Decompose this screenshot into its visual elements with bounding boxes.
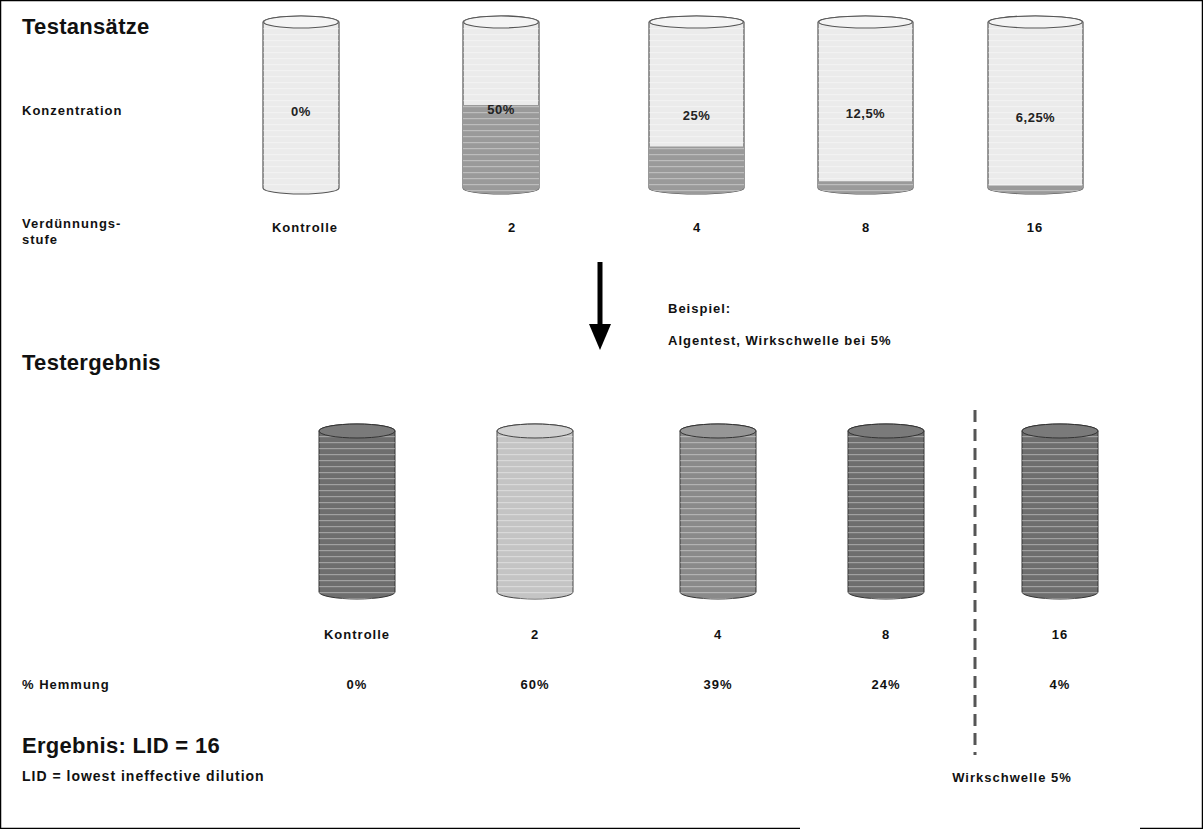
concentration-value: 12,5% xyxy=(846,106,885,121)
row-label: Konzentration xyxy=(22,103,122,119)
white-patch xyxy=(800,812,1140,829)
down-arrow xyxy=(589,262,611,350)
result-cylinder xyxy=(1022,424,1098,599)
dilution-label: Kontrolle xyxy=(272,220,338,236)
test-cylinder: 25% xyxy=(649,16,744,194)
example-note: Beispiel: xyxy=(668,301,731,317)
test-cylinder: 12,5% xyxy=(818,16,913,194)
dilution-label: 4 xyxy=(714,627,722,643)
cylinder-shape xyxy=(988,16,1083,194)
concentration-value: 6,25% xyxy=(1016,110,1055,125)
test-cylinder: 50% xyxy=(463,16,539,194)
inhibition-value: 4% xyxy=(1050,677,1071,693)
result-cylinder xyxy=(848,424,924,599)
result-cylinder xyxy=(319,424,395,599)
concentration-value: 0% xyxy=(291,104,311,119)
cylinder-shape xyxy=(649,16,744,194)
example-note: Algentest, Wirkschwelle bei 5% xyxy=(668,333,892,349)
section-heading: Testansätze xyxy=(22,14,150,40)
concentration-value: 50% xyxy=(487,102,515,117)
dilution-label: 2 xyxy=(508,220,516,236)
inhibition-value: 39% xyxy=(703,677,732,693)
dilution-label: 16 xyxy=(1027,220,1043,236)
result-cylinder xyxy=(497,424,573,599)
test-cylinder: 0% xyxy=(263,16,339,194)
inhibition-value: 0% xyxy=(347,677,368,693)
row-label: % Hemmung xyxy=(22,677,110,693)
section-heading: Testergebnis xyxy=(22,350,161,376)
dilution-label: 8 xyxy=(882,627,890,643)
result-cylinder xyxy=(680,424,756,599)
cylinder-shape xyxy=(818,16,913,194)
inhibition-value: 60% xyxy=(520,677,549,693)
dilution-label: Kontrolle xyxy=(324,627,390,643)
dilution-label: 16 xyxy=(1052,627,1068,643)
threshold-line xyxy=(974,410,977,755)
dilution-label: 8 xyxy=(862,220,870,236)
result-heading: Ergebnis: LID = 16 xyxy=(22,733,220,759)
dilution-label: 4 xyxy=(693,220,701,236)
row-label: Verdünnungs- stufe xyxy=(22,216,132,247)
abbreviation-note: LID = lowest ineffective dilution xyxy=(22,768,265,785)
concentration-value: 25% xyxy=(683,108,711,123)
dilution-label: 2 xyxy=(531,627,539,643)
inhibition-value: 24% xyxy=(871,677,900,693)
test-cylinder: 6,25% xyxy=(988,16,1083,194)
threshold-label: Wirkschwelle 5% xyxy=(952,770,1072,786)
